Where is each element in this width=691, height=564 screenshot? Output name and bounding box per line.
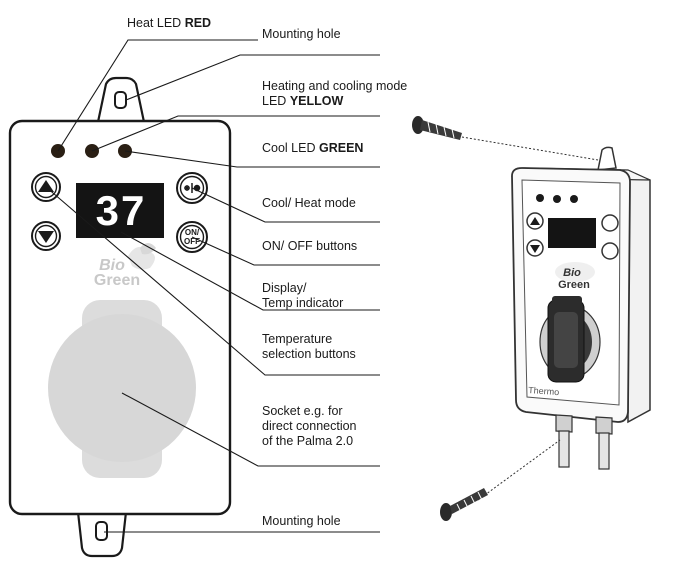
label-socket: Socket e.g. for direct connection of the… — [262, 404, 357, 448]
svg-text:Green: Green — [558, 279, 590, 291]
bottom-mounting-tab — [76, 510, 128, 558]
iso-socket — [539, 296, 601, 383]
display-value: 37 — [96, 187, 147, 234]
bottom-screw — [440, 488, 488, 521]
label-mounting-hole-top: Mounting hole — [262, 27, 341, 41]
label-cool-heat-mode: Cool/ Heat mode — [262, 196, 356, 210]
svg-text:Bio: Bio — [99, 257, 125, 274]
svg-text:ON/: ON/ — [185, 228, 200, 237]
label-temp-buttons: Temperature selection buttons — [262, 332, 356, 361]
svg-text:Green: Green — [94, 272, 140, 289]
svg-text:OFF: OFF — [184, 237, 200, 246]
bio-green-logo: Bio Green — [94, 243, 156, 289]
up-arrow-icon — [38, 180, 54, 192]
svg-text:Bio: Bio — [563, 267, 581, 279]
down-arrow-icon — [38, 231, 54, 243]
label-display: Display/ Temp indicator — [262, 281, 344, 310]
top-mounting-tab — [96, 76, 146, 124]
cable-glands — [555, 414, 613, 470]
label-cool-led: Cool LED GREEN — [262, 141, 364, 155]
label-mode-led: Heating and cooling mode LED YELLOW — [262, 79, 408, 108]
socket — [48, 300, 196, 478]
down-button[interactable] — [31, 221, 61, 251]
iso-logo: Bio Green — [555, 262, 595, 291]
leader-lines — [45, 39, 380, 533]
label-mounting-hole-bottom: Mounting hole — [262, 514, 341, 528]
snowflake-sun-icon — [184, 183, 201, 193]
top-screw — [412, 116, 462, 140]
label-on-off-buttons: ON/ OFF buttons — [262, 239, 358, 253]
product-brand: Thermo — [528, 385, 560, 397]
temp-display — [76, 183, 164, 238]
label-heat-led: Heat LED RED — [127, 16, 212, 30]
isometric-device: Bio Green Thermo — [412, 116, 651, 521]
